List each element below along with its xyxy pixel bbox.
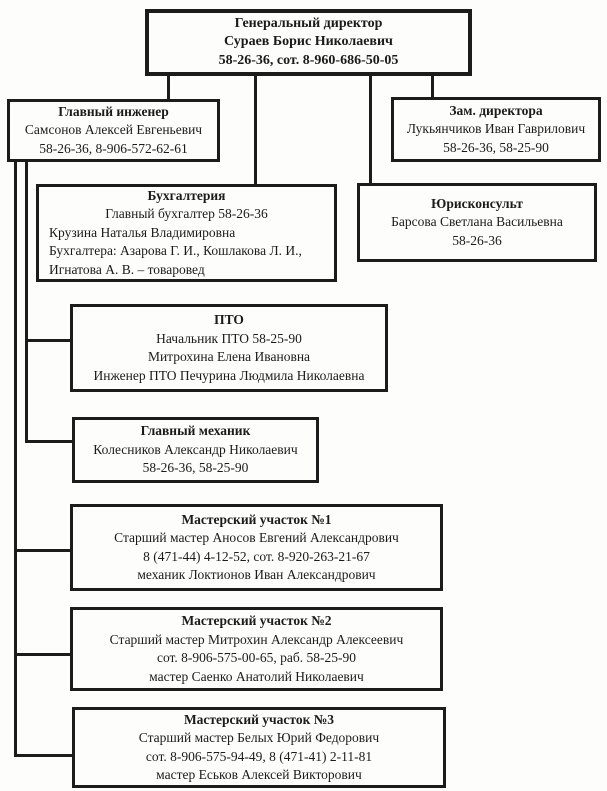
node-person: Самсонов Алексей Евгеньевич [24, 122, 203, 138]
node-title: Мастерский участок №3 [183, 711, 335, 727]
node-title: Главный механик [140, 423, 251, 439]
node-title: Мастерский участок №2 [181, 613, 332, 628]
node-line: 8 (471-44) 4-12-52, сот. 8-920-263-21-67 [143, 548, 370, 564]
node-title: Юрисконсульт [431, 195, 523, 211]
node-line: Инженер ПТО Печурина Людмила Николаевна [93, 367, 365, 383]
spine-outer [14, 160, 17, 757]
branch-to-pto [25, 339, 73, 342]
node-phone: 58-26-36, 8-906-572-62-61 [39, 140, 188, 156]
spine-inner [25, 160, 28, 443]
org-node-workshop-3: Мастерский участок №3 Старший мастер Бел… [72, 707, 446, 788]
node-person: Сураев Борис Николаевич [224, 34, 393, 50]
org-node-chief-engineer: Главный инженер Самсонов Алексей Евгенье… [7, 99, 220, 162]
org-node-workshop-1: Мастерский участок №1 Старший мастер Ано… [70, 504, 443, 591]
node-person: Лукьянчиков Иван Гаврилович [406, 121, 586, 137]
node-title: Бухгалтерия [147, 187, 226, 203]
org-node-pto: ПТО Начальник ПТО 58-25-90 Митрохина Еле… [70, 304, 388, 392]
branch-to-chief-mechanic [25, 440, 75, 443]
node-line: мастер Саенко Анатолий Николаевич [149, 668, 364, 684]
node-line: Старший мастер Митрохин Александр Алексе… [109, 631, 404, 647]
node-title: Зам. директора [449, 102, 543, 118]
node-line: механик Локтионов Иван Александрович [137, 567, 376, 582]
org-node-legal-counsel: Юрисконсульт Барсова Светлана Васильевна… [357, 183, 597, 262]
node-title: ПТО [214, 312, 244, 327]
org-node-workshop-2: Мастерский участок №2 Старший мастер Мит… [70, 607, 443, 691]
node-line: Бухгалтера: Азарова Г. И., Кошлакова Л. … [49, 243, 302, 259]
node-line: Игнатова А. В. – товаровед [49, 261, 205, 277]
node-phone: 58-26-36, 58-25-90 [142, 460, 249, 476]
node-phone: 58-26-36 [452, 232, 502, 248]
node-line: Старший мастер Белых Юрий Федорович [138, 730, 380, 745]
branch-to-workshop-3 [14, 754, 75, 757]
org-node-deputy-director: Зам. директора Лукьянчиков Иван Гаврилов… [391, 97, 601, 162]
node-line: Старший мастер Аносов Евгений Александро… [114, 530, 399, 545]
node-phone: 58-26-36, сот. 8-960-686-50-05 [218, 52, 399, 68]
org-node-general-director: Генеральный директор Сураев Борис Никола… [145, 9, 472, 76]
connector-to-legal-counsel [369, 75, 372, 185]
node-line: Начальник ПТО 58-25-90 [156, 330, 302, 346]
connector-to-chief-engineer [167, 75, 170, 101]
node-line: Митрохина Елена Ивановна [147, 349, 311, 364]
node-phone: 58-26-36, 58-25-90 [443, 139, 549, 155]
branch-to-workshop-1 [14, 549, 73, 552]
node-line: Крузина Наталья Владимировна [49, 224, 236, 240]
node-line: сот. 8-906-575-94-49, 8 (471-41) 2-11-81 [145, 748, 373, 764]
node-person: Колесников Александр Николаевич [93, 441, 298, 457]
org-node-accounting: Бухгалтерия Главный бухгалтер 58-26-36 К… [36, 184, 337, 282]
connector-to-deputy-director [431, 75, 434, 99]
connector-to-accounting [254, 75, 257, 186]
node-title: Главный инженер [58, 103, 169, 119]
node-line: Главный бухгалтер 58-26-36 [105, 206, 268, 222]
node-line: мастер Еськов Алексей Викторович [156, 767, 362, 782]
branch-to-workshop-2 [14, 653, 73, 656]
node-title: Генеральный директор [234, 15, 383, 31]
node-person: Барсова Светлана Васильевна [391, 214, 563, 230]
node-title: Мастерский участок №1 [181, 511, 332, 527]
org-node-chief-mechanic: Главный механик Колесников Александр Ник… [72, 417, 319, 483]
node-line: сот. 8-906-575-00-65, раб. 58-25-90 [156, 650, 357, 665]
